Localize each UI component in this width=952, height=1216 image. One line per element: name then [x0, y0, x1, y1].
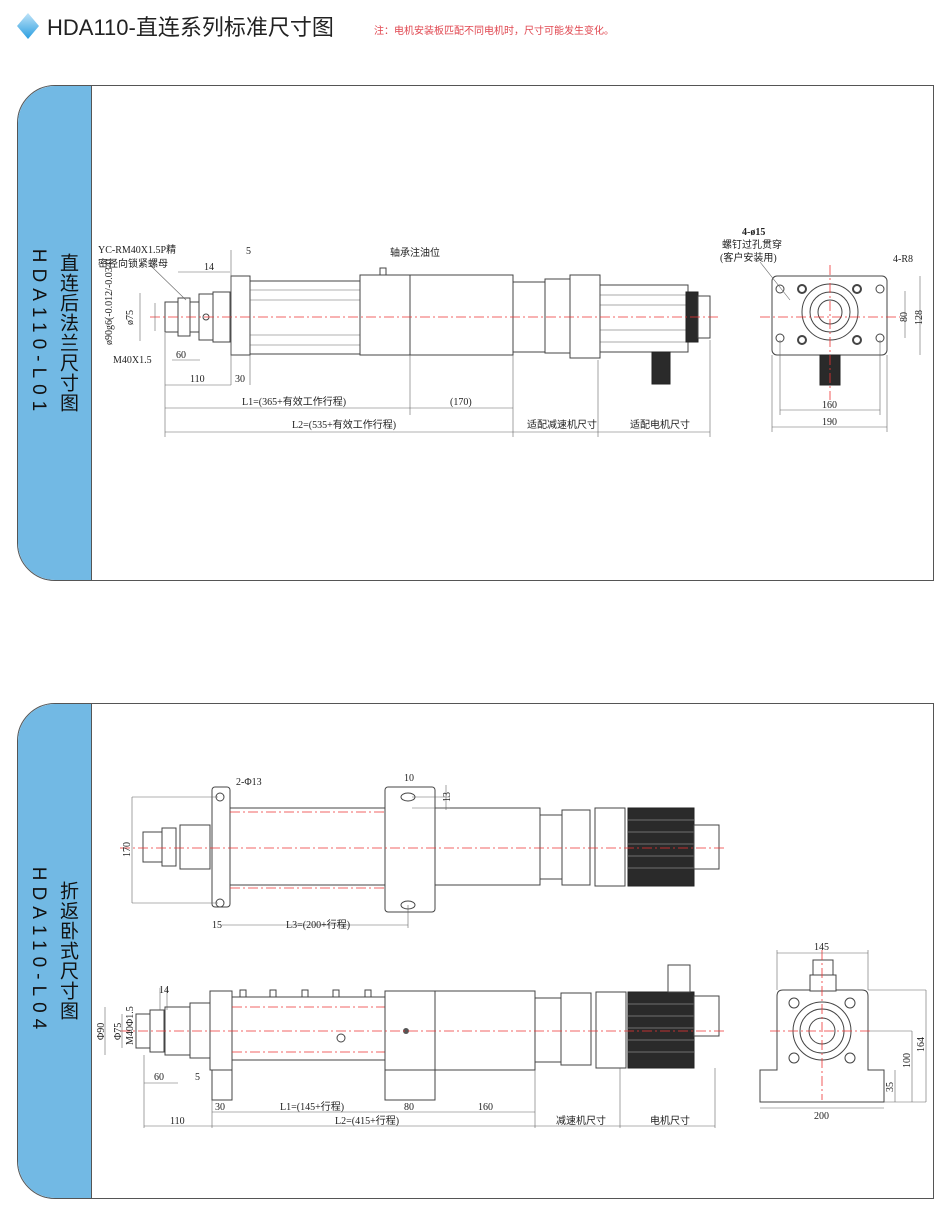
panel-tab: 折返卧式尺寸图 HDA110-L04 — [18, 704, 92, 1198]
page-title: HDA110-直连系列标准尺寸图 — [47, 15, 334, 40]
header-note: 注：电机安装板匹配不同电机时，尺寸可能发生变化。 — [374, 26, 614, 37]
panel-l04: 折返卧式尺寸图 HDA110-L04 — [17, 703, 934, 1199]
panel-l01: 直连后法兰尺寸图 HDA110-L01 — [17, 85, 934, 581]
panel-model: HDA110-L01 — [28, 248, 49, 418]
panel-model: HDA110-L04 — [28, 866, 49, 1036]
panel-tab: 直连后法兰尺寸图 HDA110-L01 — [18, 86, 92, 580]
diamond-logo-icon — [17, 13, 39, 39]
panel-title-cn: 直连后法兰尺寸图 — [57, 253, 79, 413]
panel-title-cn: 折返卧式尺寸图 — [57, 881, 79, 1021]
